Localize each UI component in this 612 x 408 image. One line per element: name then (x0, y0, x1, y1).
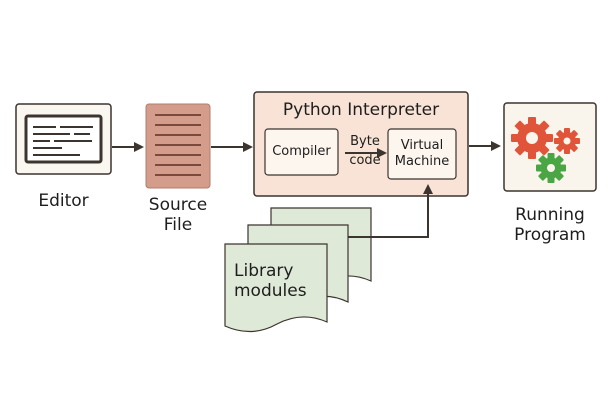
interpreter-box (253, 91, 469, 197)
gears-icon (511, 117, 580, 183)
virtual-machine-label-line2: Machine (394, 153, 450, 169)
running-program-node (503, 102, 597, 192)
bytecode-label: Byte code (343, 134, 387, 168)
library-modules-node (224, 207, 372, 333)
source-file-node (145, 103, 211, 189)
document-icon (145, 103, 211, 189)
source-file-label-line1: Source (148, 195, 208, 215)
running-program-label-line1: Running (515, 205, 585, 225)
virtual-machine-box (387, 128, 457, 180)
library-modules-label-line1: Library (234, 261, 294, 281)
bytecode-label-line2: code (349, 152, 381, 168)
compiler-box (264, 128, 339, 176)
compiler-label: Compiler (272, 144, 331, 159)
running-program-label: Running Program (496, 205, 604, 246)
running-program-label-line2: Program (514, 225, 586, 246)
library-modules-label-line2: modules (234, 281, 307, 302)
bytecode-label-line1: Byte (350, 134, 380, 149)
editor-label: Editor (38, 191, 89, 211)
editor-node (15, 103, 112, 175)
stacked-pages-icon (224, 207, 372, 333)
arrow-library-to-vm (348, 184, 433, 238)
virtual-machine-label-line1: Virtual (400, 138, 444, 153)
interpreter-title: Python Interpreter (282, 100, 440, 120)
source-file-label-line2: File (163, 215, 193, 236)
source-file-label: Source File (138, 195, 218, 236)
monitor-icon (24, 114, 103, 164)
library-modules-label: Library modules (226, 261, 334, 302)
virtual-machine-label: Virtual Machine (388, 138, 456, 169)
